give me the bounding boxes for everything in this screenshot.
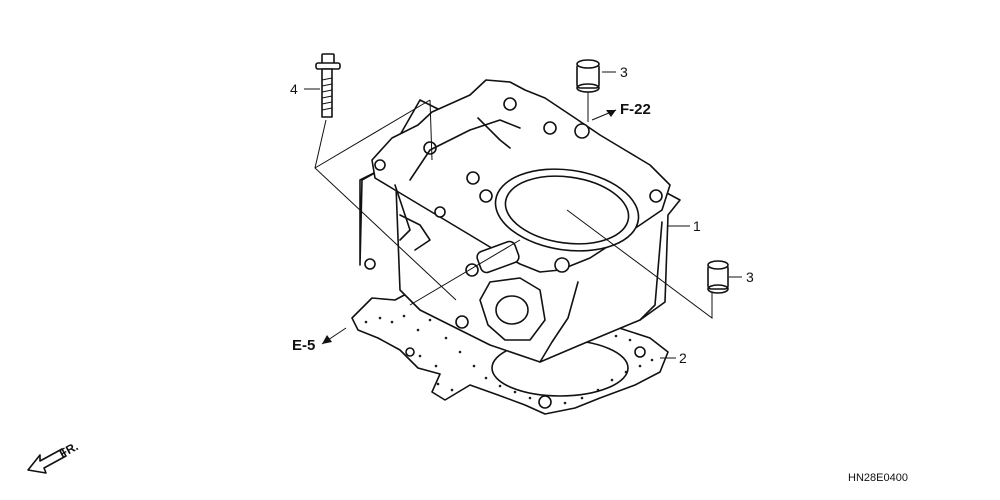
callout-part-4: 4 (290, 81, 298, 97)
leader-lines (304, 71, 742, 359)
front-arrow-icon (27, 448, 67, 474)
reference-f22[interactable]: F-22 (620, 101, 651, 118)
dowel-pin-top (576, 59, 600, 93)
callout-part-3-side: 3 (746, 269, 754, 285)
callout-part-1: 1 (693, 218, 701, 234)
reference-e5[interactable]: E-5 (292, 337, 315, 354)
front-direction-indicator: FR. (27, 439, 80, 474)
callout-part-2: 2 (679, 350, 687, 366)
callout-part-3-top: 3 (620, 64, 628, 80)
cylinder-block (359, 79, 681, 363)
diagram-code: HN28E0400 (848, 472, 908, 484)
dowel-pin-side (707, 260, 729, 294)
flange-bolt (315, 53, 341, 118)
